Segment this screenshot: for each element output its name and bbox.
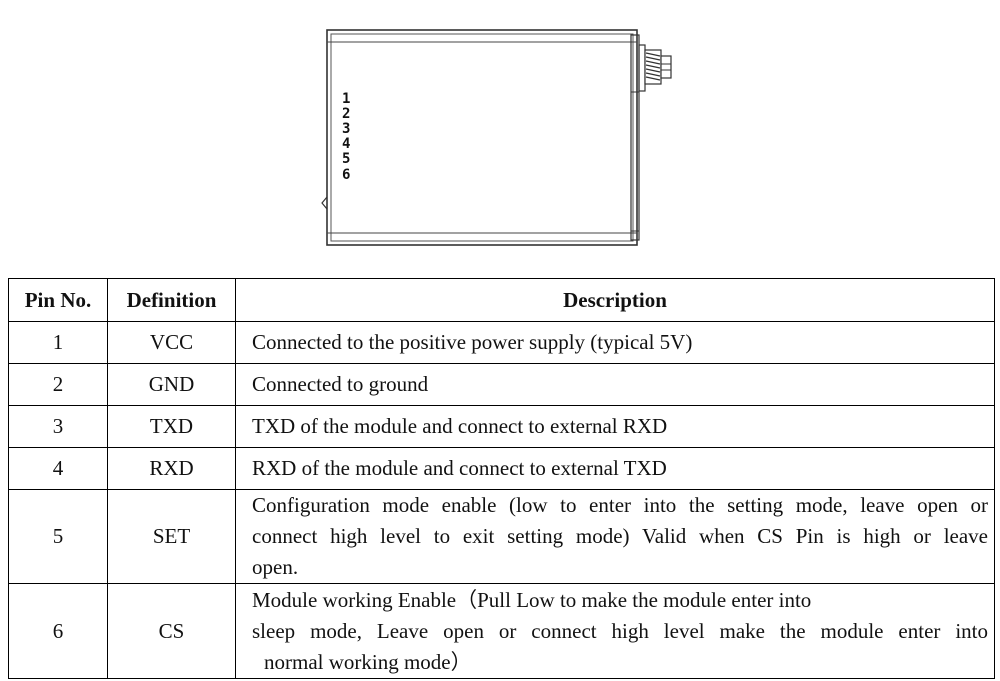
table-row: 6 CS Module working Enable（Pull Low to m… bbox=[8, 583, 995, 679]
description-cell: RXD of the module and connect to externa… bbox=[235, 447, 995, 490]
table-row: 3 TXD TXD of the module and connect to e… bbox=[8, 405, 995, 448]
antenna-connector bbox=[638, 44, 672, 92]
description-line: open. bbox=[252, 555, 299, 579]
definition-header: Definition bbox=[107, 278, 236, 322]
table-row: 2 GND Connected to ground bbox=[8, 363, 995, 406]
description-header: Description bbox=[235, 278, 995, 322]
description-line: RXD of the module and connect to externa… bbox=[252, 456, 667, 480]
pin-number-cell: 3 bbox=[8, 405, 108, 448]
module-body-outline bbox=[326, 29, 638, 246]
table-header-row: Pin No. Definition Description bbox=[8, 278, 995, 322]
pin-number-label: 6 bbox=[342, 167, 350, 183]
definition-cell: VCC bbox=[107, 321, 236, 364]
description-line: Configuration mode enable (low to enter … bbox=[252, 493, 988, 517]
definition-cell: GND bbox=[107, 363, 236, 406]
module-end-cap bbox=[630, 34, 640, 241]
description-line: sleep mode, Leave open or connect high l… bbox=[252, 618, 988, 643]
description-line: Connected to ground bbox=[252, 372, 429, 396]
description-line: connect high level to exit setting mode)… bbox=[252, 524, 988, 548]
pin-number-cell: 1 bbox=[8, 321, 108, 364]
description-line: TXD of the module and connect to externa… bbox=[252, 414, 668, 438]
description-cell: Configuration mode enable (low to enter … bbox=[235, 489, 995, 584]
description-line: normal working mode） bbox=[264, 649, 472, 674]
definition-cell: TXD bbox=[107, 405, 236, 448]
pin-definition-table: Pin No. Definition Description 1 VCC Con… bbox=[8, 278, 995, 679]
definition-cell: CS bbox=[107, 583, 236, 679]
definition-cell: RXD bbox=[107, 447, 236, 490]
pin-number-label: 2 bbox=[342, 106, 350, 122]
table-row: 1 VCC Connected to the positive power su… bbox=[8, 321, 995, 364]
description-cell: Module working Enable（Pull Low to make t… bbox=[235, 583, 995, 679]
description-cell: TXD of the module and connect to externa… bbox=[235, 405, 995, 448]
pin-number-cell: 4 bbox=[8, 447, 108, 490]
pin-number-cell: 6 bbox=[8, 583, 108, 679]
module-body-inner bbox=[330, 33, 634, 242]
module-drawing: 1 2 3 4 5 6 bbox=[318, 25, 680, 250]
pin-number-label: 1 bbox=[342, 91, 350, 107]
definition-cell: SET bbox=[107, 489, 236, 584]
pin-number-cell: 5 bbox=[8, 489, 108, 584]
table-row: 5 SET Configuration mode enable (low to … bbox=[8, 489, 995, 584]
pin-no-header: Pin No. bbox=[8, 278, 108, 322]
pin-number-label: 4 bbox=[342, 136, 350, 152]
description-cell: Connected to the positive power supply (… bbox=[235, 321, 995, 364]
pin-number-cell: 2 bbox=[8, 363, 108, 406]
pin-number-label: 5 bbox=[342, 151, 350, 167]
table-row: 4 RXD RXD of the module and connect to e… bbox=[8, 447, 995, 490]
description-line: Connected to the positive power supply (… bbox=[252, 330, 693, 354]
description-cell: Connected to ground bbox=[235, 363, 995, 406]
description-line: Module working Enable（Pull Low to make t… bbox=[252, 587, 812, 612]
pin-number-label: 3 bbox=[342, 121, 350, 137]
